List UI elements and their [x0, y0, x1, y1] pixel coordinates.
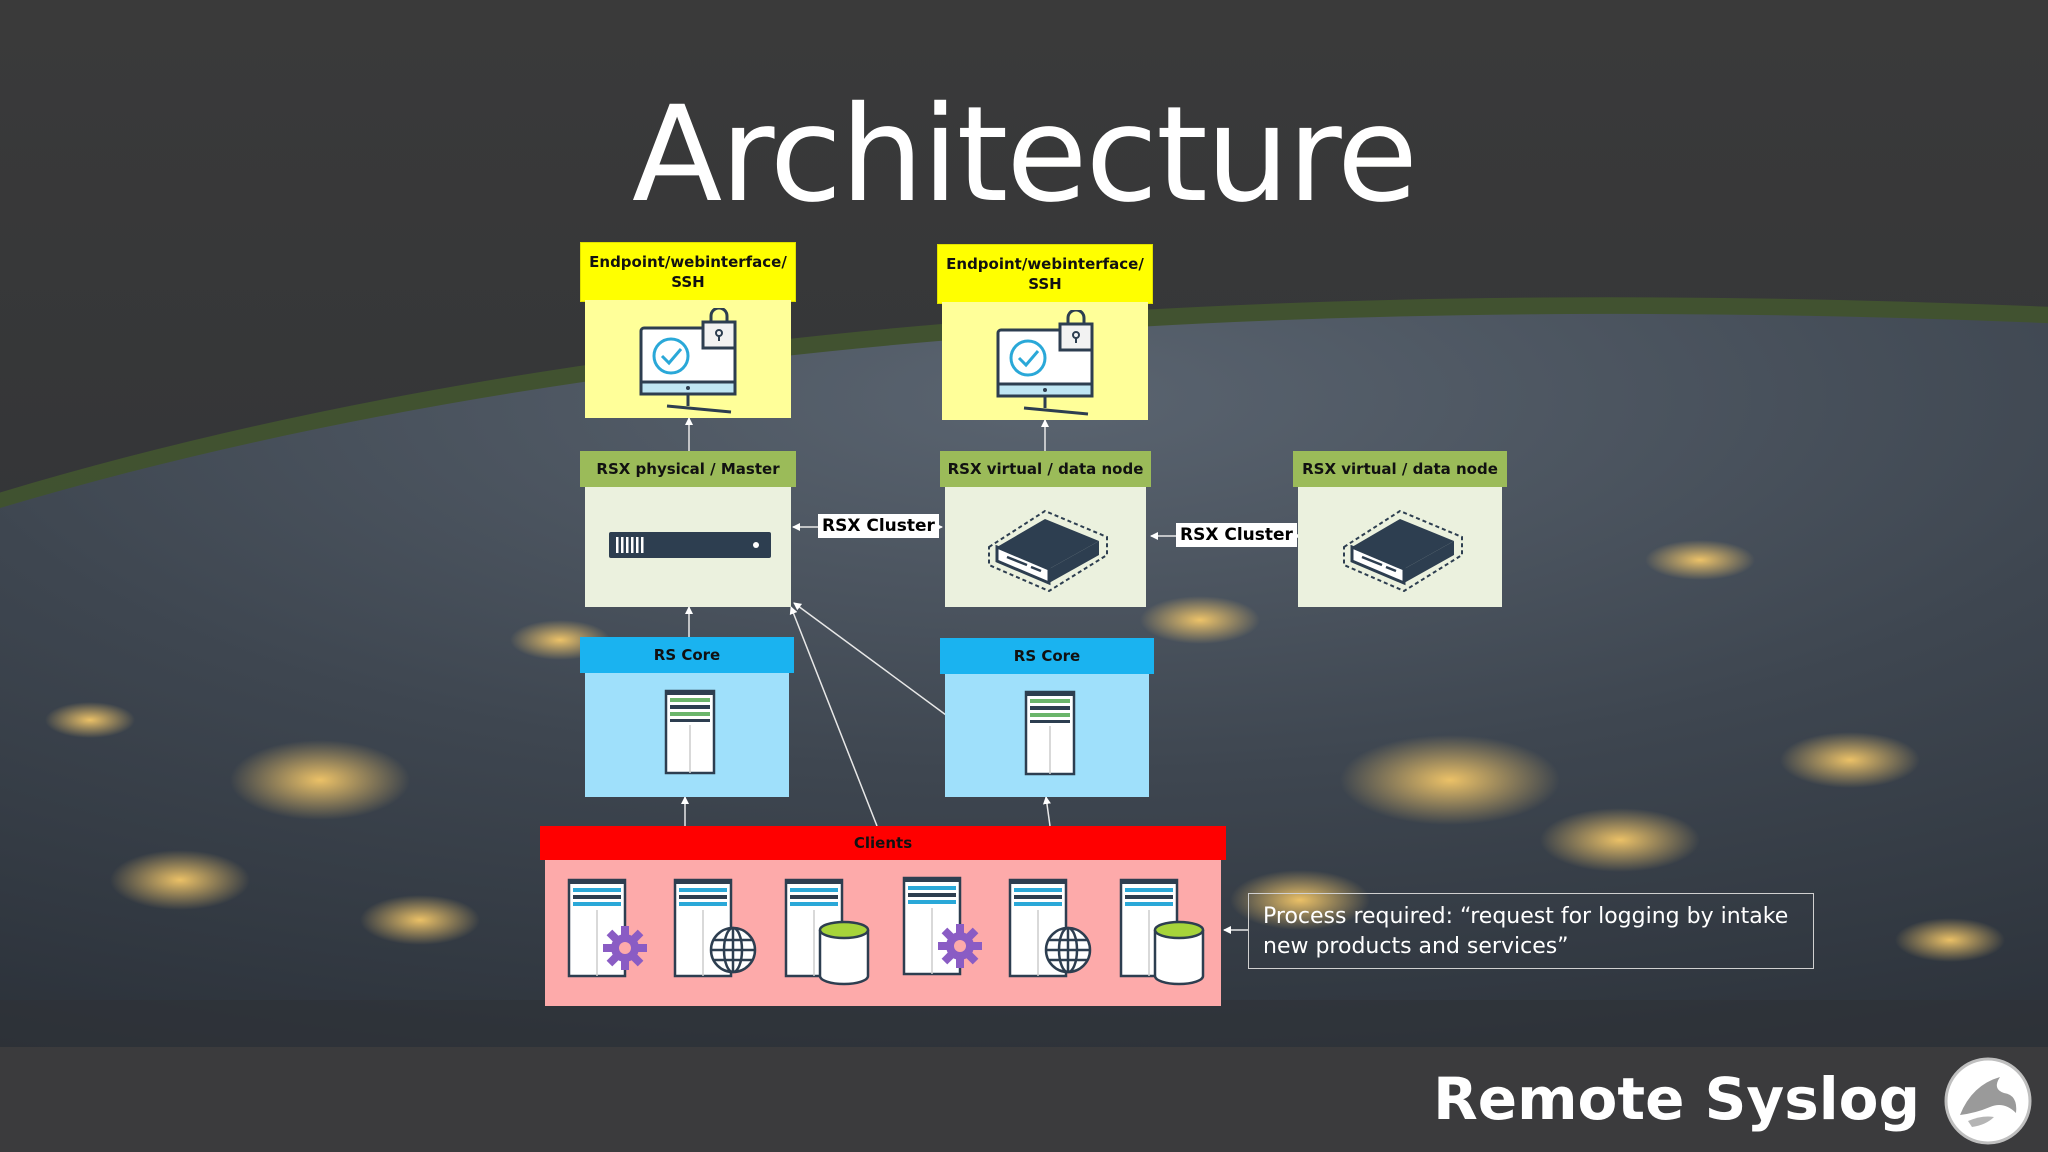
server-globe-icon	[673, 878, 757, 978]
rsx-data-node-2: RSX virtual / data node	[1293, 451, 1507, 607]
rs-core-2-header: RS Core	[940, 638, 1154, 674]
rsx-cluster-label-1: RSX Cluster	[818, 514, 939, 538]
process-note: Process required: “request for logging b…	[1248, 893, 1814, 969]
remote-syslog-logo-icon	[1944, 1057, 2032, 1145]
server-database-icon	[784, 878, 870, 986]
endpoint-node-1-header: Endpoint/webinterface/ SSH	[580, 242, 796, 302]
monitor-lock-icon	[996, 310, 1094, 416]
server-globe-icon	[1008, 878, 1092, 978]
rsx-data-node-1: RSX virtual / data node	[940, 451, 1151, 607]
rs-core-node-2: RS Core	[940, 638, 1154, 797]
server-gear-icon	[902, 876, 982, 976]
brand-name: Remote Syslog	[1433, 1065, 1920, 1133]
rsx-data-node-2-header: RSX virtual / data node	[1293, 451, 1507, 487]
tower-server-icon	[664, 689, 716, 775]
rs-core-2-body	[945, 674, 1149, 797]
rs-core-1-body	[585, 673, 789, 797]
rs-core-node-1: RS Core	[580, 637, 794, 797]
appliance-icon	[988, 509, 1108, 593]
footer-bar	[0, 1047, 2048, 1152]
appliance-icon	[1343, 509, 1463, 593]
endpoint-node-1: Endpoint/webinterface/ SSH	[580, 242, 796, 418]
endpoint-node-2-header: Endpoint/webinterface/ SSH	[937, 244, 1153, 304]
rsx-master-node: RSX physical / Master	[580, 451, 796, 607]
server-gear-icon	[567, 878, 647, 978]
link-clients-to-master	[789, 606, 878, 827]
rs-core-1-header: RS Core	[580, 637, 794, 673]
endpoint-node-1-body	[585, 300, 791, 418]
link-core-2-to-master	[793, 602, 947, 716]
endpoint-node-2: Endpoint/webinterface/ SSH	[937, 244, 1153, 420]
endpoint-node-2-body	[942, 302, 1148, 420]
rsx-cluster-label-2: RSX Cluster	[1176, 523, 1297, 547]
page-title: Architecture	[631, 78, 1418, 232]
rsx-data-node-2-body	[1298, 487, 1502, 607]
clients-body	[545, 860, 1221, 1006]
tower-server-icon	[1024, 690, 1076, 776]
rsx-data-node-1-header: RSX virtual / data node	[940, 451, 1151, 487]
server-database-icon	[1119, 878, 1205, 986]
clients-header: Clients	[540, 826, 1226, 860]
rsx-data-node-1-body	[945, 487, 1146, 607]
rack-server-icon	[609, 532, 771, 558]
rsx-master-body	[585, 487, 791, 607]
rsx-master-header: RSX physical / Master	[580, 451, 796, 487]
monitor-lock-icon	[639, 308, 737, 414]
clients-node: Clients	[540, 826, 1226, 1006]
link-clients-to-core-2	[1042, 796, 1051, 827]
